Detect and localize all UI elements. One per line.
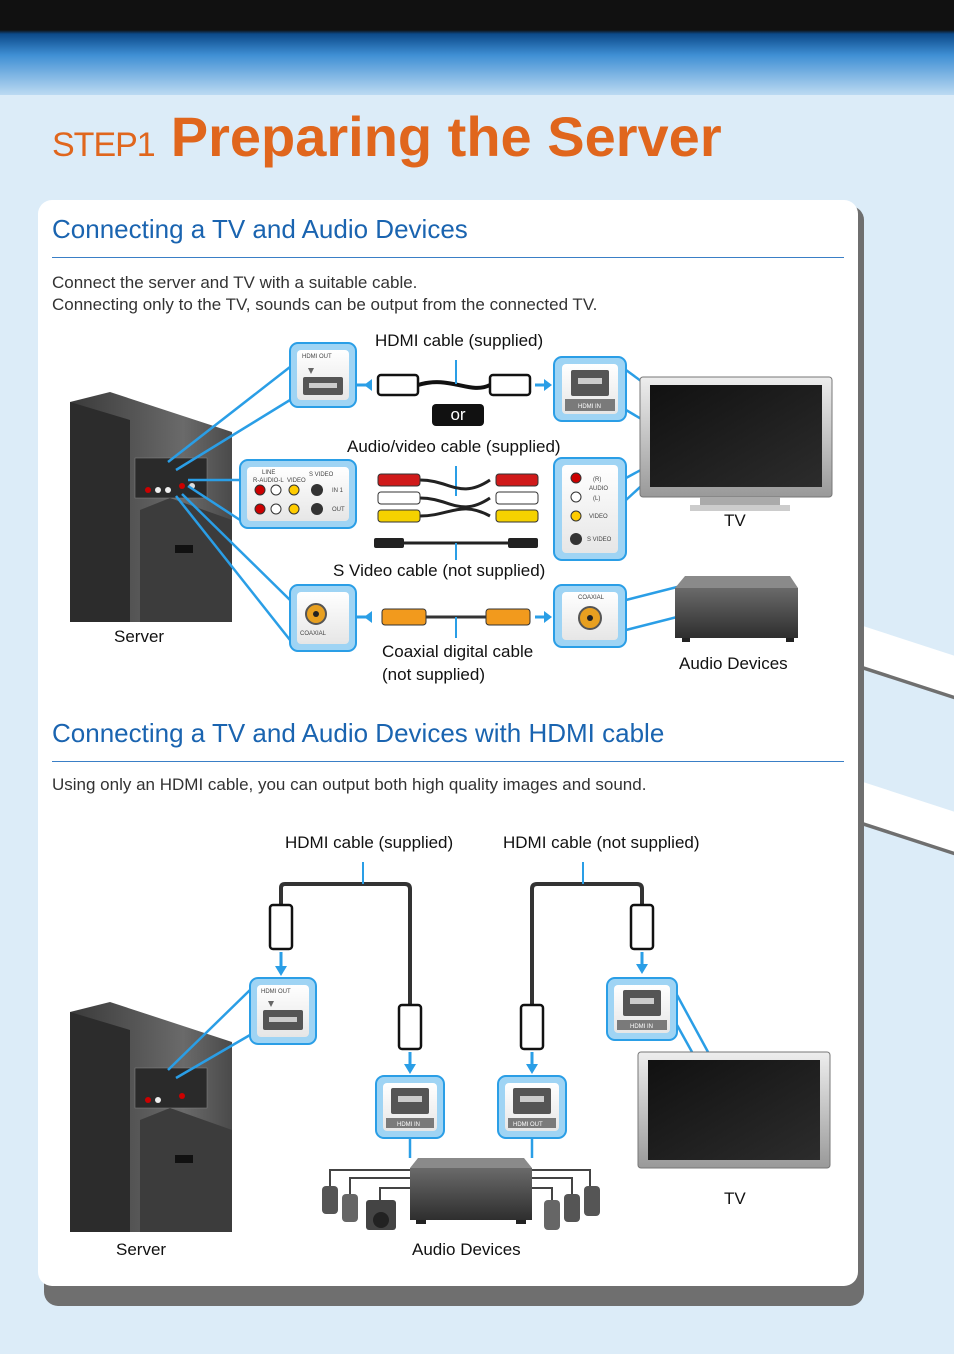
audio-system [322, 1158, 600, 1230]
av-panel-tv: (R) AUDIO (L) VIDEO S VIDEO [553, 457, 627, 561]
hdmi-out-text-audio: HDMI OUT [513, 1122, 543, 1128]
svideo-cable-label: S Video cable (not supplied) [333, 561, 546, 580]
main-title: Preparing the Server [170, 105, 722, 168]
section2-desc: Using only an HDMI cable, you can output… [52, 775, 647, 794]
coaxial-panel-audio: COAXIAL [553, 584, 627, 648]
av-cable-label: Audio/video cable (supplied) [347, 437, 561, 456]
server-tower-1 [70, 392, 232, 622]
s-video-text-tv: S VIDEO [587, 537, 612, 543]
step-label: STEP1 [52, 126, 156, 164]
section1-desc-line1: Connect the server and TV with a suitabl… [52, 273, 418, 292]
video-text-tv: VIDEO [589, 514, 608, 520]
r-text: (R) [593, 477, 601, 483]
server-label-2: Server [116, 1240, 167, 1259]
hdmi-out-panel-2: HDMI OUT [249, 977, 317, 1045]
or-badge [432, 404, 484, 426]
or-label: or [450, 405, 466, 424]
coaxial-cable [356, 608, 552, 638]
coaxial-panel-server: COAXIAL [289, 584, 357, 652]
hdmi-out-text-1: HDMI OUT [302, 354, 332, 360]
section1-title: Connecting a TV and Audio Devices [52, 214, 468, 244]
hdmi-cable-1 [356, 360, 552, 397]
audio-devices-label-2: Audio Devices [412, 1240, 521, 1259]
hdmi-out-text-2: HDMI OUT [261, 989, 291, 995]
server-callouts-2 [167, 989, 251, 1080]
video-text-1: VIDEO [287, 478, 306, 484]
audio-devices-label-1: Audio Devices [679, 654, 788, 673]
out-text: OUT [332, 507, 345, 513]
audio-device-1 [675, 576, 798, 642]
hdmi-supplied-label: HDMI cable (supplied) [285, 833, 454, 852]
av-jacks-panel: LINE R-AUDIO-L VIDEO S VIDEO IN 1 OUT [239, 459, 357, 529]
hdmi-in-text-audio: HDMI IN [397, 1122, 420, 1128]
in1-text: IN 1 [332, 488, 344, 494]
hdmi-in-text-1: HDMI IN [578, 404, 601, 410]
page-title: STEP1 Preparing the Server [52, 104, 722, 169]
server-label-1: Server [114, 627, 165, 646]
hdmi-in-panel-tv-1: HDMI IN [553, 356, 627, 422]
hdmi-in-panel-audio: HDMI IN [375, 1075, 445, 1139]
hdmi-out-panel-audio: HDMI OUT [497, 1075, 567, 1139]
tv-label-2: TV [724, 1189, 746, 1208]
coax-cable-label-2: (not supplied) [382, 665, 486, 684]
tv-2 [637, 1051, 831, 1169]
header-bar [0, 0, 954, 95]
server-callouts-1 [167, 366, 291, 641]
section2-title: Connecting a TV and Audio Devices with H… [52, 718, 665, 748]
hdmi-cable-label: HDMI cable (supplied) [375, 331, 544, 350]
coaxial-text-1: COAXIAL [300, 631, 327, 637]
hdmi-out-panel-1: HDMI OUT [289, 342, 357, 408]
section1-desc-line2: Connecting only to the TV, sounds can be… [52, 295, 598, 314]
tv-label-1: TV [724, 511, 746, 530]
s-video-text-1: S VIDEO [309, 472, 334, 478]
tv-1 [639, 376, 833, 511]
tv-callouts-2 [408, 994, 710, 1158]
l-text: (L) [593, 496, 600, 502]
av-cable [377, 466, 539, 523]
s-video-cable [374, 538, 538, 560]
line-text: LINE [262, 470, 275, 476]
coaxial-text-2: COAXIAL [578, 595, 605, 601]
audio-text: AUDIO [589, 486, 608, 492]
hdmi-cable-not-supplied [519, 862, 655, 1074]
coax-cable-label-1: Coaxial digital cable [382, 642, 534, 661]
r-audio-l-text: R-AUDIO-L [253, 478, 284, 484]
hdmi-in-panel-tv-2: HDMI IN [606, 977, 678, 1041]
section1-rule [52, 257, 844, 258]
hdmi-not-supplied-label: HDMI cable (not supplied) [503, 833, 700, 852]
hdmi-in-text-tv-2: HDMI IN [630, 1024, 653, 1030]
section2-rule [52, 761, 844, 762]
hdmi-cable-supplied-2 [268, 862, 423, 1074]
server-tower-2 [70, 1002, 232, 1232]
